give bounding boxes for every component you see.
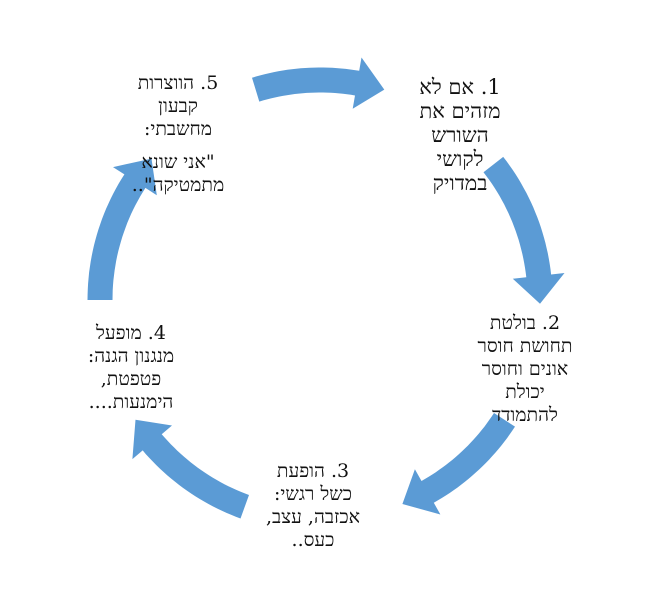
cycle-node-2: 2. בולטת תחושת חוסר אונים וחוסר יכולת לה… [450,312,600,427]
node-5-line-1: 5. הווצרות [137,72,219,94]
node-1-line-3: השורש [431,123,489,147]
node-5-spacer [78,141,278,151]
arrow-4-to-5 [87,158,157,300]
node-5-line-3: מחשבתי: [143,118,213,140]
node-4-line-1: 4. מופעל [96,322,166,344]
node-4-line-3: פטפטת, [100,368,162,390]
node-2-line-1: 2. בולטת [489,312,561,334]
node-2-line-2: תחושת חוסר [477,335,573,357]
node-4-line-2: מנגנון הגנה: [87,345,175,367]
node-1-line-5: במדויק [432,171,488,195]
arrow-5-to-1 [252,57,385,109]
node-5-line-2: קבעון [158,95,198,117]
node-1-line-2: מזהים את [419,99,501,123]
node-5-line-6: מתמטיקה".. [131,174,225,196]
cycle-node-3: 3. הופעת כשל רגשי: אכזבה, עצב, כעס.. [228,460,398,552]
node-3-line-1: 3. הופעת [276,460,350,482]
node-2-line-4: יכולת [505,381,545,403]
node-1-line-4: לקושי [436,147,484,171]
cycle-node-1: 1. אם לא מזהים את השורש לקושי במדויק [380,75,540,195]
arrow-3-to-4 [132,419,249,519]
arrow-2-to-3 [402,413,515,515]
node-3-line-2: כשל רגשי: [273,483,353,505]
node-3-line-3: אכזבה, עצב, [265,506,361,528]
arrow-1-to-2 [483,156,565,304]
node-4-line-4: הימנעות.... [88,391,174,413]
cycle-node-4: 4. מופעל מנגנון הגנה: פטפטת, הימנעות.... [46,322,216,414]
cycle-node-5: 5. הווצרות קבעון מחשבתי: "אני שונא מתמטי… [78,72,278,197]
node-5-line-5: "אני שונא [141,151,215,173]
node-3-line-4: כעס.. [291,529,335,551]
node-1-line-1: 1. אם לא [419,75,501,99]
node-2-line-5: להתמודד [492,404,558,426]
node-2-line-3: אונים וחוסר [481,358,569,380]
